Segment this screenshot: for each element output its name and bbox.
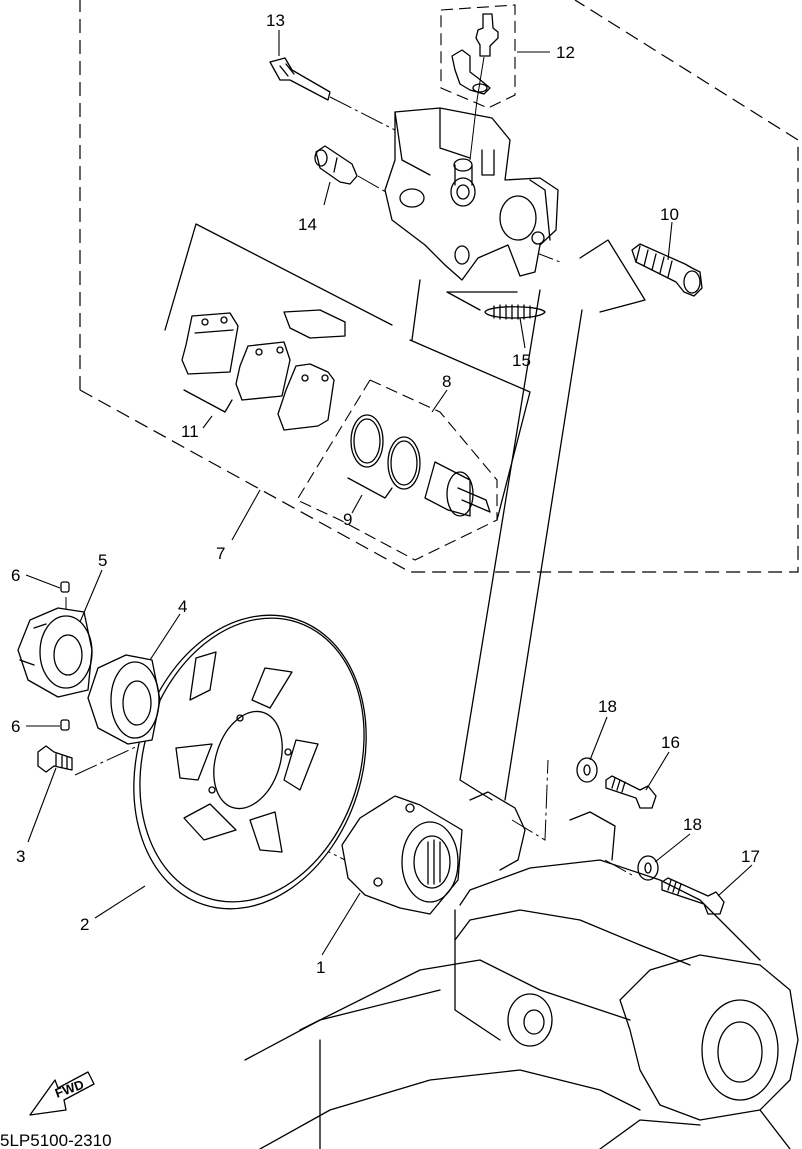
part-1-hub <box>341 795 463 915</box>
callout-14: 14 <box>298 215 317 234</box>
piston-kit-boundary <box>296 379 498 561</box>
part-15-pad-spring <box>446 291 546 320</box>
leader-lines <box>25 30 753 956</box>
callout-4: 4 <box>178 597 187 616</box>
callout-12: 12 <box>556 43 575 62</box>
part-8-piston <box>424 461 491 517</box>
callout-6-lower: 6 <box>11 717 20 736</box>
callout-2: 2 <box>80 915 89 934</box>
part-5-axle-nut <box>17 607 93 698</box>
callout-5: 5 <box>98 551 107 570</box>
callout-labels: 13 12 14 10 15 8 11 9 7 6 5 4 6 3 2 1 18… <box>11 11 760 977</box>
callout-7: 7 <box>216 544 225 563</box>
callout-9: 9 <box>343 510 352 529</box>
part-13-pad-pin <box>269 57 331 101</box>
part-6-set-screws <box>60 581 70 731</box>
part-10-caliper-bolt <box>631 243 703 297</box>
swingarm <box>244 791 799 1149</box>
part-4-axle-nut <box>87 654 161 745</box>
part-3-disc-bolt <box>37 745 73 773</box>
callout-6-upper: 6 <box>11 566 20 585</box>
callout-3: 3 <box>16 847 25 866</box>
callout-11: 11 <box>181 422 199 441</box>
bleed-kit-boundary <box>440 4 516 109</box>
caliper-assembly-boundary <box>79 0 799 573</box>
callout-16: 16 <box>661 733 680 752</box>
callout-18-upper: 18 <box>598 697 617 716</box>
caliper-body <box>384 107 559 281</box>
callout-17: 17 <box>741 847 760 866</box>
bracket-guide-lines <box>164 223 646 801</box>
part-18-washers <box>576 757 659 881</box>
callout-10: 10 <box>660 205 679 224</box>
part-11-brake-pads <box>181 309 346 431</box>
forward-direction-badge: FWD <box>29 1071 95 1116</box>
callout-18-lower: 18 <box>683 815 702 834</box>
part-9-piston-seals <box>347 414 421 499</box>
callout-15: 15 <box>512 351 531 370</box>
part-14-boot <box>314 145 358 185</box>
part-12-bleed-screw <box>451 13 499 161</box>
callout-13: 13 <box>266 11 285 30</box>
callout-1: 1 <box>316 958 325 977</box>
diagram-code: 5LP5100-2310 <box>0 1131 112 1149</box>
callout-8: 8 <box>442 372 451 391</box>
part-16-bolt <box>605 775 657 809</box>
